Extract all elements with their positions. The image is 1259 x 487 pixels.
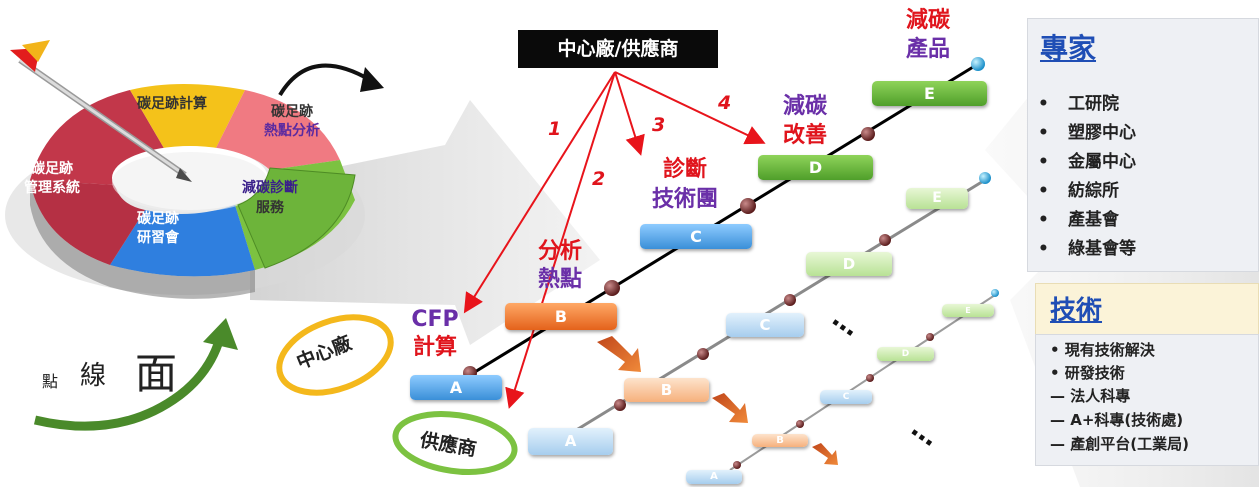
experts-list: •工研院 •塑膠中心 •金屬中心 •紡綜所 •產基會 •綠基會等 [1038, 89, 1136, 263]
experts-item-label: 綠基會等 [1068, 239, 1136, 259]
pie-label-service-line2: 服務 [256, 200, 284, 216]
stage-label-product: 減碳 產品 [893, 6, 963, 64]
stage-label-analysis-line2: 熱點 [537, 267, 582, 292]
tech-title-bar: 技術 [1035, 283, 1259, 335]
tech-item-legal: — 法人科專 [1050, 387, 1131, 405]
stage-label-product-line1: 減碳 [905, 8, 950, 33]
stage-label-cfp: CFP 計算 [400, 306, 470, 362]
pie-label-workshop-line1: 碳足跡 [137, 211, 179, 227]
tech-item-aplus: — A+科專(技術處) [1050, 411, 1184, 429]
experts-item: •金屬中心 [1038, 152, 1136, 172]
main-box-e: E [872, 81, 987, 106]
tech-item-rnd: • 研發技術 [1050, 364, 1125, 382]
pie-label-mgmt-line1: 碳足跡 [31, 161, 73, 177]
arrow-number-3: 3 [652, 114, 666, 136]
orange-arrow-3 [812, 443, 838, 465]
supplier1-box-d: D [806, 252, 892, 276]
arrow-number-2: 2 [592, 168, 606, 190]
supplier2-box-a: A [686, 470, 742, 484]
experts-item-label: 塑膠中心 [1068, 123, 1136, 143]
stage-label-reduce-line1: 減碳 [782, 94, 827, 119]
main-box-b: B [505, 303, 617, 330]
supplier-line-2-beads [733, 289, 999, 469]
supplier2-box-d: D [877, 347, 934, 361]
main-box-c: C [640, 224, 752, 249]
tech-panel: • 現有技術解決 • 研發技術 — 法人科專 — A+科專(技術處) — 產創平… [1035, 334, 1259, 466]
supplier2-box-c: C [820, 390, 872, 404]
pie-label-workshop: 碳足跡 研習會 [118, 210, 198, 248]
experts-item: •工研院 [1038, 94, 1119, 114]
experts-panel: 專家 •工研院 •塑膠中心 •金屬中心 •紡綜所 •產基會 •綠基會等 [1027, 18, 1259, 272]
pie-label-service-line1: 減碳診斷 [242, 180, 298, 196]
pie-label-service: 減碳診斷 服務 [222, 178, 318, 218]
tech-item-platform: — 產創平台(工業局) [1050, 435, 1189, 453]
pie-label-hotspot: 碳足跡 熱點分析 [252, 103, 332, 141]
experts-item: •紡綜所 [1038, 181, 1119, 201]
experts-item: •塑膠中心 [1038, 123, 1136, 143]
gray-projection-left [250, 100, 600, 345]
orange-arrow-1 [597, 336, 641, 372]
green-swoosh-arrow [33, 336, 225, 431]
arrow-number-1: 1 [548, 118, 562, 140]
tech-title: 技術 [1050, 296, 1103, 326]
stage-label-diagnosis: 診斷 技術團 [640, 155, 730, 215]
experts-item: •綠基會等 [1038, 239, 1136, 259]
text-plane: 面 [135, 349, 178, 398]
black-curved-arrow [278, 63, 372, 97]
main-box-d: D [758, 155, 873, 180]
supplier-line-1-beads [614, 172, 991, 411]
red-arrows [463, 71, 766, 409]
arrow-number-4: 4 [718, 92, 732, 114]
text-point: 點 [42, 372, 59, 391]
stage-label-reduce: 減碳 改善 [770, 92, 840, 150]
text-line: 線 [80, 361, 107, 391]
pie-label-hotspot-line2: 熱點分析 [264, 123, 320, 139]
dart-icon [10, 40, 192, 182]
experts-item-label: 金屬中心 [1068, 152, 1136, 172]
top-label-center-supplier: 中心廠/供應商 [518, 30, 718, 68]
supplier1-box-e: E [906, 188, 968, 209]
pie-label-hotspot-line1: 碳足跡 [271, 104, 313, 120]
stage-label-analysis: 分析 熱點 [525, 238, 595, 294]
stage-label-cfp-line2: 計算 [412, 335, 457, 360]
stage-label-product-line2: 產品 [905, 37, 950, 62]
stage-label-diagnosis-line2: 技術團 [651, 187, 718, 212]
stage-label-diagnosis-line1: 診斷 [662, 157, 707, 182]
pie-label-calc: 碳足跡計算 [137, 96, 207, 112]
tech-item-existing: • 現有技術解決 [1050, 341, 1155, 359]
stage-label-analysis-line1: 分析 [537, 239, 582, 264]
pie-label-workshop-line2: 研習會 [137, 230, 179, 246]
stage-label-reduce-line2: 改善 [782, 123, 827, 148]
main-box-a: A [410, 375, 502, 400]
supplier-ring [392, 411, 518, 475]
supplier1-box-c: C [726, 313, 804, 337]
supplier1-box-b: B [624, 378, 709, 402]
pie-label-mgmt: 碳足跡 管理系統 [2, 160, 102, 198]
experts-item-label: 工研院 [1068, 94, 1119, 114]
supplier1-box-a: A [528, 428, 613, 455]
supplier2-box-e: E [942, 304, 994, 317]
experts-item-label: 紡綜所 [1068, 181, 1119, 201]
supplier2-box-b: B [752, 434, 808, 447]
pie-label-mgmt-line2: 管理系統 [24, 180, 80, 196]
center-factory-ring [276, 314, 394, 396]
donut-pie [5, 84, 365, 299]
stage-label-cfp-line1: CFP [411, 307, 459, 332]
experts-item-label: 產基會 [1068, 210, 1119, 230]
experts-title: 專家 [1040, 32, 1097, 65]
experts-item: •產基會 [1038, 210, 1119, 230]
orange-arrow-2 [712, 393, 748, 423]
